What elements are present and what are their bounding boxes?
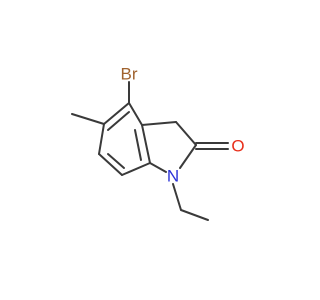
bond-c7a-c3a-inner bbox=[134, 129, 142, 161]
bond-c6-c7-inner bbox=[107, 153, 125, 169]
structure-canvas: Br O N bbox=[71, 64, 245, 221]
bond-n1-c7a bbox=[149, 162, 167, 173]
bond-n1-ethyl-ch2 bbox=[172, 183, 182, 211]
bond-ethyl-ch2-ch3 bbox=[180, 209, 209, 221]
bond-c3a-c3 bbox=[141, 121, 177, 126]
lactam-ring bbox=[141, 121, 197, 173]
benzene-ring bbox=[98, 102, 151, 176]
atom-label-n: N bbox=[167, 167, 179, 186]
bond-c7a-c3a bbox=[141, 124, 151, 164]
bond-c5-methyl bbox=[71, 113, 105, 125]
bond-c3a-c4 bbox=[128, 102, 143, 126]
molecule-diagram: Br O N bbox=[71, 65, 245, 221]
atom-label-o: O bbox=[231, 137, 244, 156]
bond-c4-c5-inner bbox=[107, 111, 130, 131]
bond-c3-c2 bbox=[175, 121, 197, 146]
atom-label-br: Br bbox=[121, 65, 138, 84]
bond-c2-n1 bbox=[179, 144, 197, 169]
carbonyl-group bbox=[195, 142, 229, 150]
bond-c7-c7a bbox=[121, 162, 151, 176]
bond-c6-c7 bbox=[98, 153, 123, 176]
bond-c5-c6 bbox=[98, 123, 105, 155]
bond-c4-c5 bbox=[103, 102, 130, 125]
